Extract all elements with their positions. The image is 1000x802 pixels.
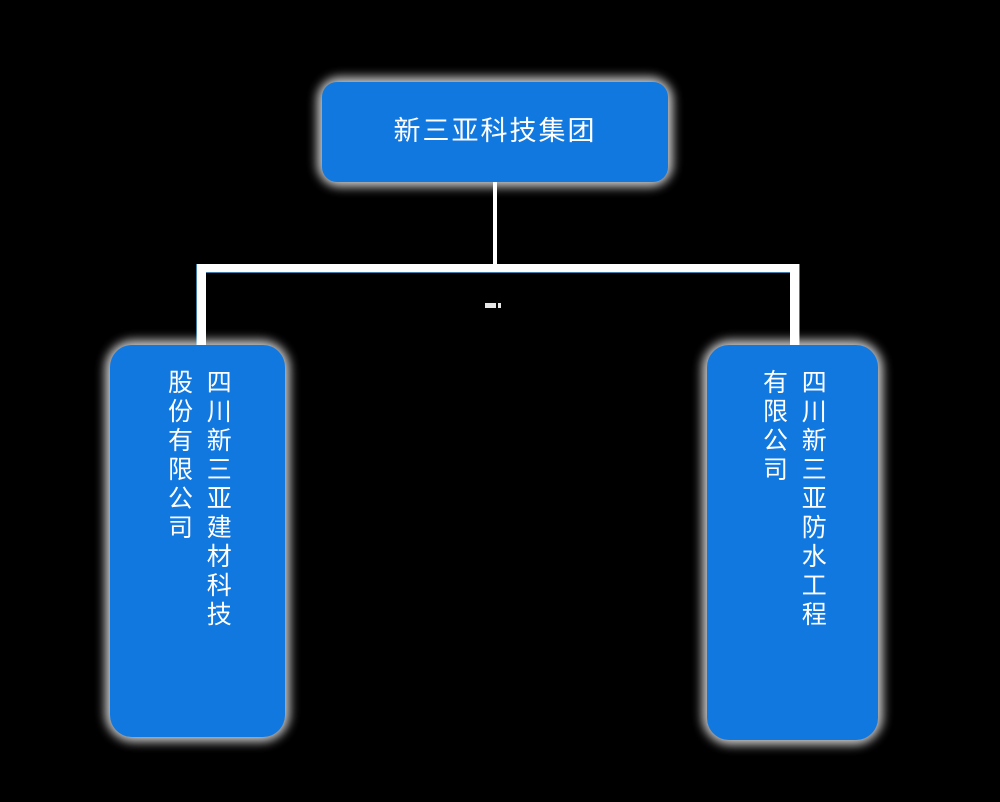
node-child-right[interactable]: 四川新三亚防水工程有限公司 <box>707 345 878 740</box>
node-child-left[interactable]: 四川新三亚建材科技股份有限公司 <box>110 345 285 737</box>
connector-drop-left <box>196 264 206 350</box>
connector-drop-right <box>790 264 800 350</box>
connector-stem-root <box>493 182 497 268</box>
node-root-label: 新三亚科技集团 <box>393 115 597 147</box>
node-child-right-line-2: 有限公司 <box>759 369 789 485</box>
node-child-right-label: 四川新三亚防水工程有限公司 <box>754 369 832 630</box>
center-artifact-mark <box>485 303 496 308</box>
node-child-left-line-2: 股份有限公司 <box>164 369 194 543</box>
node-child-right-line-1: 四川新三亚防水工程 <box>798 369 828 630</box>
node-root[interactable]: 新三亚科技集团 <box>322 82 668 182</box>
node-child-left-line-1: 四川新三亚建材科技 <box>203 369 233 630</box>
center-artifact-dot <box>498 303 501 308</box>
node-child-left-label: 四川新三亚建材科技股份有限公司 <box>159 369 237 630</box>
connector-horizontal-bus <box>196 264 800 273</box>
